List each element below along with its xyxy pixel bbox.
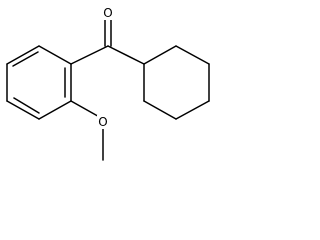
ether-oxygen-label: O	[98, 115, 107, 129]
bond-benzene-c2-c3	[6, 45, 40, 65]
molecule-structure-diagram: O O	[6, 6, 210, 161]
methoxy-group	[70, 100, 104, 161]
carbonyl-oxygen-label-background	[102, 6, 114, 20]
bond-benzene-c5-c6	[38, 100, 72, 120]
carbonyl-oxygen-label: O	[103, 6, 112, 20]
bond-aryl-to-carbonyl	[70, 45, 109, 65]
bond-benzene-c1-c2	[38, 45, 72, 65]
bond-cyclohexane-5	[143, 100, 177, 120]
ether-oxygen-label-group: O	[97, 115, 109, 129]
carbonyl-oxygen-label-group: O	[102, 6, 114, 20]
bond-benzene-inner-double-2	[13, 97, 40, 114]
benzene-ring	[6, 45, 72, 120]
bond-benzene-inner-double-1	[12, 51, 39, 67]
cyclohexane-ring	[143, 45, 210, 120]
bond-cyclohexane-1	[143, 45, 177, 65]
bond-benzene-c4-c5	[6, 100, 40, 120]
bond-carbonyl-to-cyclohexyl	[107, 45, 145, 65]
carbonyl-group	[70, 19, 145, 65]
bond-cyclohexane-4	[175, 100, 210, 120]
ether-oxygen-label-background	[97, 115, 109, 129]
bond-cyclohexane-2	[175, 45, 210, 65]
